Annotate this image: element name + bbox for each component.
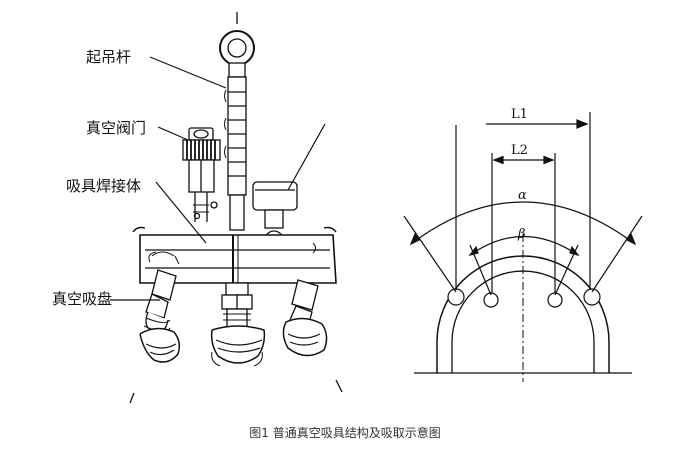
gripper-drawing [110, 12, 343, 404]
lifting-rod [224, 76, 247, 231]
vacuum-valve [182, 127, 221, 222]
label-suction-cup: 真空吸盘 [52, 290, 112, 308]
grasp-schematic [403, 112, 643, 382]
suction-cup-left [129, 251, 181, 404]
label-beta: β [517, 227, 526, 242]
beta-arc [469, 235, 579, 256]
welded-body [132, 226, 337, 284]
label-welded-body: 吸具焊接体 [66, 177, 141, 195]
suction-cup-right [282, 279, 343, 393]
label-l1: L1 [511, 107, 528, 122]
cup-outer-right [583, 288, 601, 306]
leader-lines [110, 56, 326, 301]
label-lifting-rod: 起吊杆 [86, 48, 131, 66]
suction-cup-middle [210, 282, 266, 367]
label-alpha: α [518, 188, 527, 203]
cup-inner-left [483, 292, 499, 308]
cup-inner-right [547, 292, 563, 308]
figure-caption: 图1 普通真空吸具结构及吸取示意图 [249, 426, 441, 440]
label-l2: L2 [511, 143, 528, 158]
alpha-arc [410, 201, 636, 245]
label-vacuum-valve: 真空阀门 [86, 119, 146, 137]
lifting-ring [219, 12, 255, 78]
